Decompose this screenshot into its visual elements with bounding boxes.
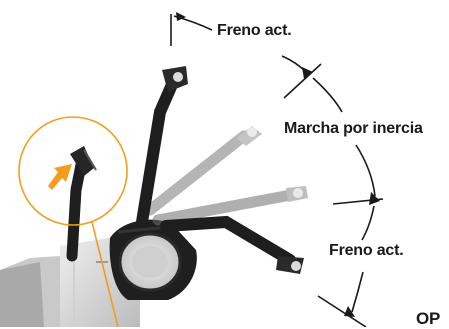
tiller-ghost-lower xyxy=(152,186,308,226)
tiller-rest xyxy=(66,146,97,262)
tiller-head xyxy=(109,219,197,300)
label-coasting: Marcha por inercia xyxy=(284,120,423,137)
label-corner-op: OP xyxy=(416,309,441,328)
highlight-circle xyxy=(18,116,128,226)
label-brake-bottom: Freno act. xyxy=(329,242,404,259)
tiller-upper xyxy=(136,66,188,228)
orange-arrow-icon xyxy=(48,164,72,190)
arc-arrowheads xyxy=(176,12,380,317)
tiller-lower xyxy=(160,215,304,274)
tiller-ghost-upper xyxy=(144,126,262,216)
highlight-leader-line xyxy=(91,221,119,327)
label-brake-top: Freno act. xyxy=(217,22,292,39)
